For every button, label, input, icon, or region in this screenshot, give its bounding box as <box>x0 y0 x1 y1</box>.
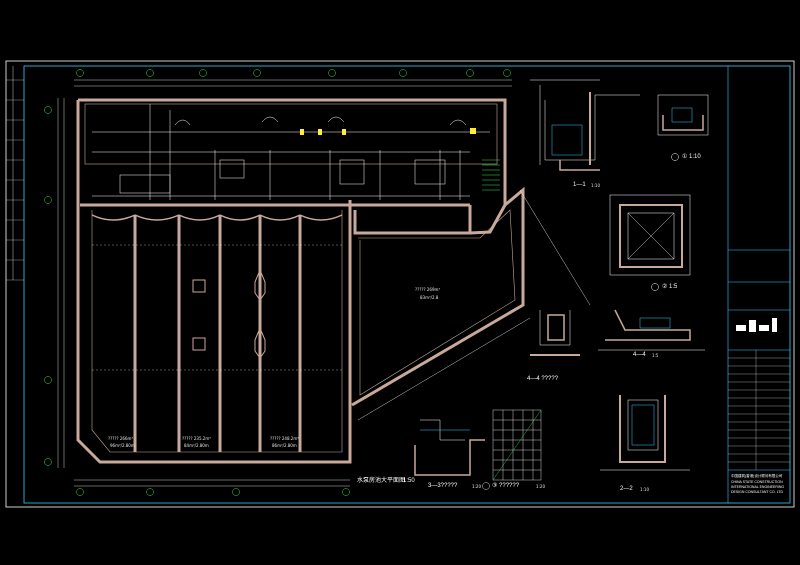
left-dimension-line <box>57 98 65 468</box>
sheet-frame <box>5 60 795 508</box>
grid-axis-bubbles <box>44 69 511 496</box>
big-pool-name: ????? 269m³ <box>415 287 441 292</box>
section-3-3-scale: 1:20 <box>472 484 481 489</box>
detail-2-2 <box>600 395 690 471</box>
detail-3-scale: 1:20 <box>536 484 545 489</box>
detail-2-label: ② 1:5 <box>662 284 678 290</box>
pool-2-size: 84m³/2.80m <box>184 443 209 448</box>
section-3-3-label: 3—3????? <box>428 483 458 489</box>
detail-3-grate <box>482 409 542 490</box>
pool-1-size: 96m³/2.80m <box>110 443 135 448</box>
inner-wall-outline <box>84 103 516 453</box>
main-plan-walls <box>76 98 525 464</box>
partition-arches <box>91 214 343 221</box>
section-4-4-detail-label: 4—4 ????? <box>527 376 559 382</box>
section-2-2-scale: 1:10 <box>640 487 649 492</box>
drawing-border <box>23 65 791 504</box>
pool-1-name: ????? 266m³ <box>108 436 134 441</box>
company-logo <box>736 318 777 332</box>
main-plan-title: 水泵房池大平面图 <box>357 478 406 484</box>
bottom-dimension-line <box>74 479 350 487</box>
binding-strip-ticks <box>6 79 24 281</box>
title-block <box>727 66 790 503</box>
company-name-en-1: CHINA STATE CONSTRUCTION <box>731 480 783 484</box>
detail-1-label: ① 1:10 <box>682 154 701 160</box>
pump-markers <box>300 128 476 135</box>
main-plan-scale: 1:50 <box>403 478 415 484</box>
company-name-en-2: INTERNATIONAL ENGINEERING <box>731 485 785 489</box>
pool-3-size: 86m³/2.80m <box>272 443 297 448</box>
detail-section-1-1 <box>530 79 640 171</box>
big-pool-size: 83m³/2.8 <box>420 295 439 300</box>
company-name-cn: 中国建筑(香港)设计顾问有限公司 <box>731 474 783 478</box>
tank-partitions <box>133 215 302 452</box>
section-1-1-scale: 1:10 <box>591 183 600 188</box>
section-2-2-label: 2—2 <box>620 486 633 492</box>
pool-2-name: ????? 235.2m³ <box>182 436 211 441</box>
stair <box>482 159 500 191</box>
detail-1-pit <box>657 94 709 161</box>
company-name-en-3: DESIGN CONSULTANT CO. LTD <box>731 490 784 494</box>
pump-room-pipes <box>92 104 490 200</box>
section-4-4-label: 4—4 <box>633 352 646 358</box>
diagonal-dimension <box>357 189 591 421</box>
detail-2-square <box>609 194 691 291</box>
detail-3-3 <box>414 419 485 476</box>
detail-4-4 <box>530 309 705 356</box>
pool-lines <box>92 244 342 371</box>
detail-3-label: ③ ?????? <box>492 483 520 489</box>
section-4-4-scale: 1:5 <box>652 353 659 358</box>
top-dimension-line <box>74 79 512 87</box>
pool-3-name: ????? 248.2m³ <box>270 436 299 441</box>
partition-bulbs <box>192 268 266 359</box>
door-swings <box>174 116 467 126</box>
section-1-1-label: 1—1 <box>573 182 586 188</box>
title-block-rows <box>728 350 790 470</box>
